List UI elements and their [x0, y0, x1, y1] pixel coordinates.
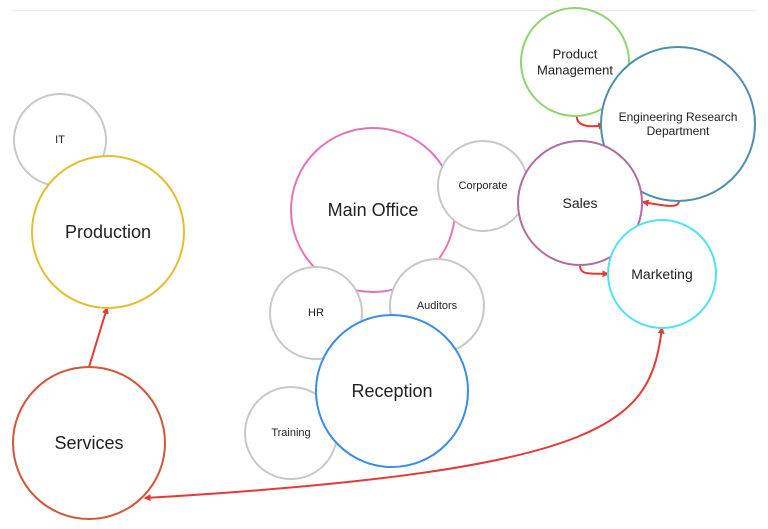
node-circle-product-management — [520, 7, 630, 117]
node-label-main-office: Main Office — [328, 200, 419, 220]
node-services: Services — [12, 366, 166, 520]
node-label-hr: HR — [308, 307, 324, 319]
node-label-product-management: Product — [553, 47, 598, 62]
node-label-engineering-research: Department — [647, 124, 710, 138]
node-label-sales: Sales — [562, 195, 597, 211]
node-label-production: Production — [65, 222, 151, 242]
node-circle-services — [12, 366, 166, 520]
node-label-product-management: Management — [537, 62, 613, 77]
arrow-marketing-to-services — [143, 326, 665, 502]
node-label-reception: Reception — [351, 381, 432, 401]
node-production: Production — [31, 155, 185, 309]
node-circle-marketing — [607, 219, 717, 329]
node-reception: Reception — [315, 314, 469, 468]
node-corporate: Corporate — [437, 140, 529, 232]
node-label-engineering-research: Engineering Research — [619, 110, 738, 124]
node-sales: Sales — [517, 140, 643, 266]
node-circle-engineering-research — [600, 46, 756, 202]
arrow-services-to-production — [88, 306, 109, 368]
node-label-it: IT — [55, 134, 65, 146]
node-label-corporate: Corporate — [459, 180, 508, 192]
node-circle-reception — [315, 314, 469, 468]
node-label-marketing: Marketing — [631, 266, 692, 282]
node-label-services: Services — [54, 433, 123, 453]
node-circle-sales — [517, 140, 643, 266]
arrow-sales-to-marketing — [579, 264, 610, 278]
node-training: Training — [244, 386, 338, 480]
top-divider — [12, 10, 756, 11]
node-label-training: Training — [271, 427, 310, 439]
node-circle-production — [31, 155, 185, 309]
node-marketing: Marketing — [607, 219, 717, 329]
node-label-auditors: Auditors — [417, 300, 458, 312]
